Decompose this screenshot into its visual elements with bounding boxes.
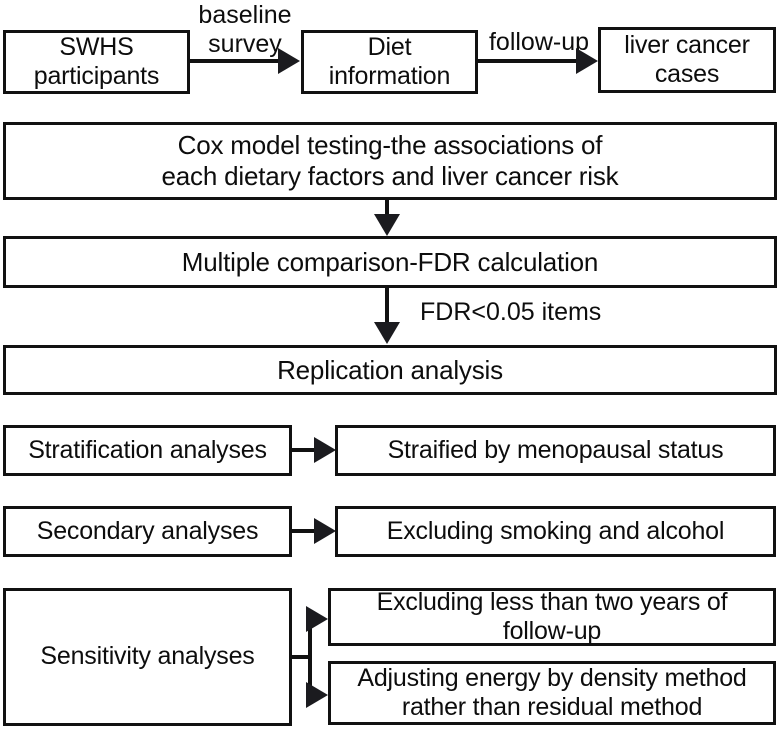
node-swhs-participants: SWHS participants xyxy=(3,30,190,94)
node-liver-cancer-cases: liver cancer cases xyxy=(598,27,776,93)
edge-arrowhead-sensitivity-top xyxy=(306,606,328,632)
node-cox-model: Cox model testing-the associations of ea… xyxy=(3,122,777,200)
edge-line-swhs-to-diet xyxy=(190,59,280,63)
edge-arrowhead-diet-to-cases xyxy=(576,48,598,74)
edge-line-secondary xyxy=(292,529,318,533)
edge-line-cox-to-fdr xyxy=(385,200,389,218)
node-stratification-analyses: Stratification analyses xyxy=(3,425,292,476)
edge-line-sensitivity-spine xyxy=(308,617,312,693)
edge-arrowhead-fdr-to-replication xyxy=(374,322,400,344)
edge-line-fdr-to-replication xyxy=(385,288,389,326)
node-diet-information: Diet information xyxy=(301,30,478,94)
edge-arrowhead-secondary xyxy=(314,518,336,544)
edge-arrowhead-swhs-to-diet xyxy=(278,48,300,74)
edge-arrowhead-cox-to-fdr xyxy=(374,214,400,236)
node-secondary-analyses: Secondary analyses xyxy=(3,506,292,557)
node-stratified-by-menopausal: Straified by menopausal status xyxy=(335,425,776,476)
node-replication-analysis: Replication analysis xyxy=(3,345,777,395)
edge-line-diet-to-cases xyxy=(478,59,578,63)
edge-arrowhead-sensitivity-bottom xyxy=(306,682,328,708)
edge-line-stratification xyxy=(292,448,318,452)
edge-arrowhead-stratification xyxy=(314,437,336,463)
node-excluding-smoking-alcohol: Excluding smoking and alcohol xyxy=(335,506,776,557)
node-multiple-comparison: Multiple comparison-FDR calculation xyxy=(3,236,777,288)
node-sensitivity-analyses: Sensitivity analyses xyxy=(3,588,292,726)
edge-label-follow-up: follow-up xyxy=(488,28,590,56)
edge-label-fdr-items: FDR<0.05 items xyxy=(420,298,602,326)
edge-label-baseline-survey: baseline survey xyxy=(198,1,292,58)
edge-line-sensitivity-stub xyxy=(292,655,312,659)
node-adjusting-energy: Adjusting energy by density method rathe… xyxy=(328,661,776,725)
node-excluding-two-years: Excluding less than two years of follow-… xyxy=(328,588,776,646)
